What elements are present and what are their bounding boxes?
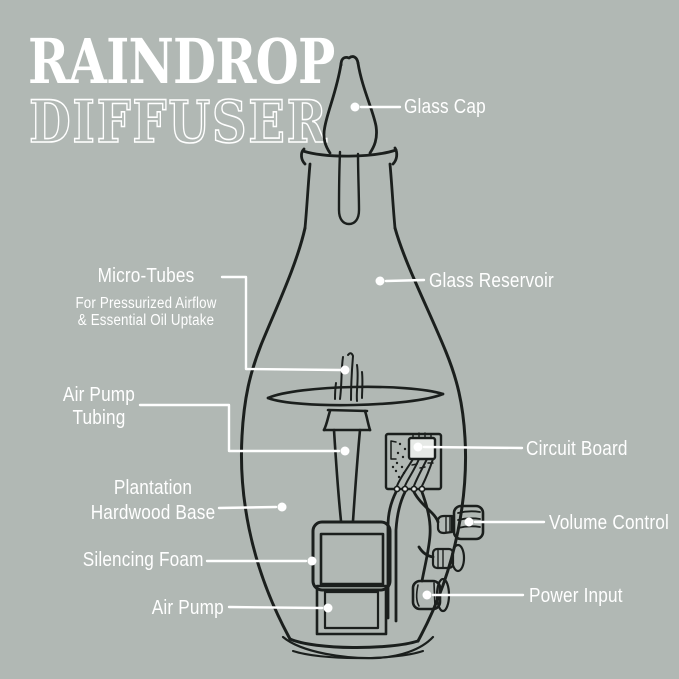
label-air-pump-tubing: Air Pump Tubing xyxy=(30,384,168,430)
micro-tubes-dot xyxy=(340,365,350,375)
air-pump-drawing xyxy=(315,584,388,636)
silencing-foam-drawing xyxy=(319,532,385,586)
label-glass-cap: Glass Cap xyxy=(404,96,486,118)
label-air-pump: Air Pump xyxy=(151,597,224,619)
silencing-foam-dot xyxy=(307,556,317,566)
air-pump-leader xyxy=(227,605,324,610)
connector-socket-drawing xyxy=(431,543,466,573)
water-surface-drawing xyxy=(266,385,445,407)
power-input-dot xyxy=(422,590,432,600)
plantation-line1: Plantation xyxy=(113,477,193,499)
title-block: RAINDROP DIFFUSER xyxy=(28,26,335,157)
label-power-input: Power Input xyxy=(529,585,623,607)
glass-reservoir-leader xyxy=(384,278,426,283)
air-pump-tubing-line2: Tubing xyxy=(72,407,126,429)
plantation-base-dot xyxy=(277,502,287,512)
air-pump-tubing-dot xyxy=(340,446,350,456)
volume-control-dot xyxy=(464,517,474,527)
micro-tubes-subtext: For Pressurized Airflow & Essential Oil … xyxy=(51,295,240,329)
pump-assembly-drawing xyxy=(311,520,392,636)
label-circuit-board: Circuit Board xyxy=(526,438,628,460)
air-pump-tubing-line1: Air Pump xyxy=(62,384,136,406)
title-secondary: DIFFUSER xyxy=(29,88,328,157)
label-silencing-foam: Silencing Foam xyxy=(83,549,204,571)
plantation-base-leader xyxy=(217,505,278,510)
circuit-board-dot xyxy=(413,442,423,452)
label-volume-control: Volume Control xyxy=(549,512,670,534)
micro-tubes-sub1: For Pressurized Airflow xyxy=(75,295,217,312)
plantation-line2: Hardwood Base xyxy=(90,502,216,524)
glass-reservoir-dot xyxy=(375,276,385,286)
label-glass-reservoir: Glass Reservoir xyxy=(429,270,554,292)
glass-cap-drawing xyxy=(322,55,378,155)
micro-tubes-heading: Micro-Tubes xyxy=(97,265,195,287)
air-pump-tubing-drawing xyxy=(322,408,372,523)
micro-tubes-leader xyxy=(220,275,342,372)
label-plantation-hardwood-base: Plantation Hardwood Base xyxy=(58,476,247,526)
air-pump-dot xyxy=(323,603,333,613)
label-micro-tubes: Micro-Tubes For Pressurized Airflow & Es… xyxy=(51,266,240,329)
title-primary: RAINDROP xyxy=(28,26,334,99)
bottle-neck-drawing xyxy=(300,146,399,230)
micro-tubes-sub2: & Essential Oil Uptake xyxy=(77,312,215,329)
air-pump-tubing-leader xyxy=(138,403,341,453)
circuit-board-drawing xyxy=(384,432,443,493)
callout-dots xyxy=(277,102,474,613)
micro-tubes-drawing xyxy=(334,352,364,402)
circuit-board-leader xyxy=(422,445,524,450)
callout-lines xyxy=(138,105,546,610)
glass-cap-dot xyxy=(350,102,360,112)
